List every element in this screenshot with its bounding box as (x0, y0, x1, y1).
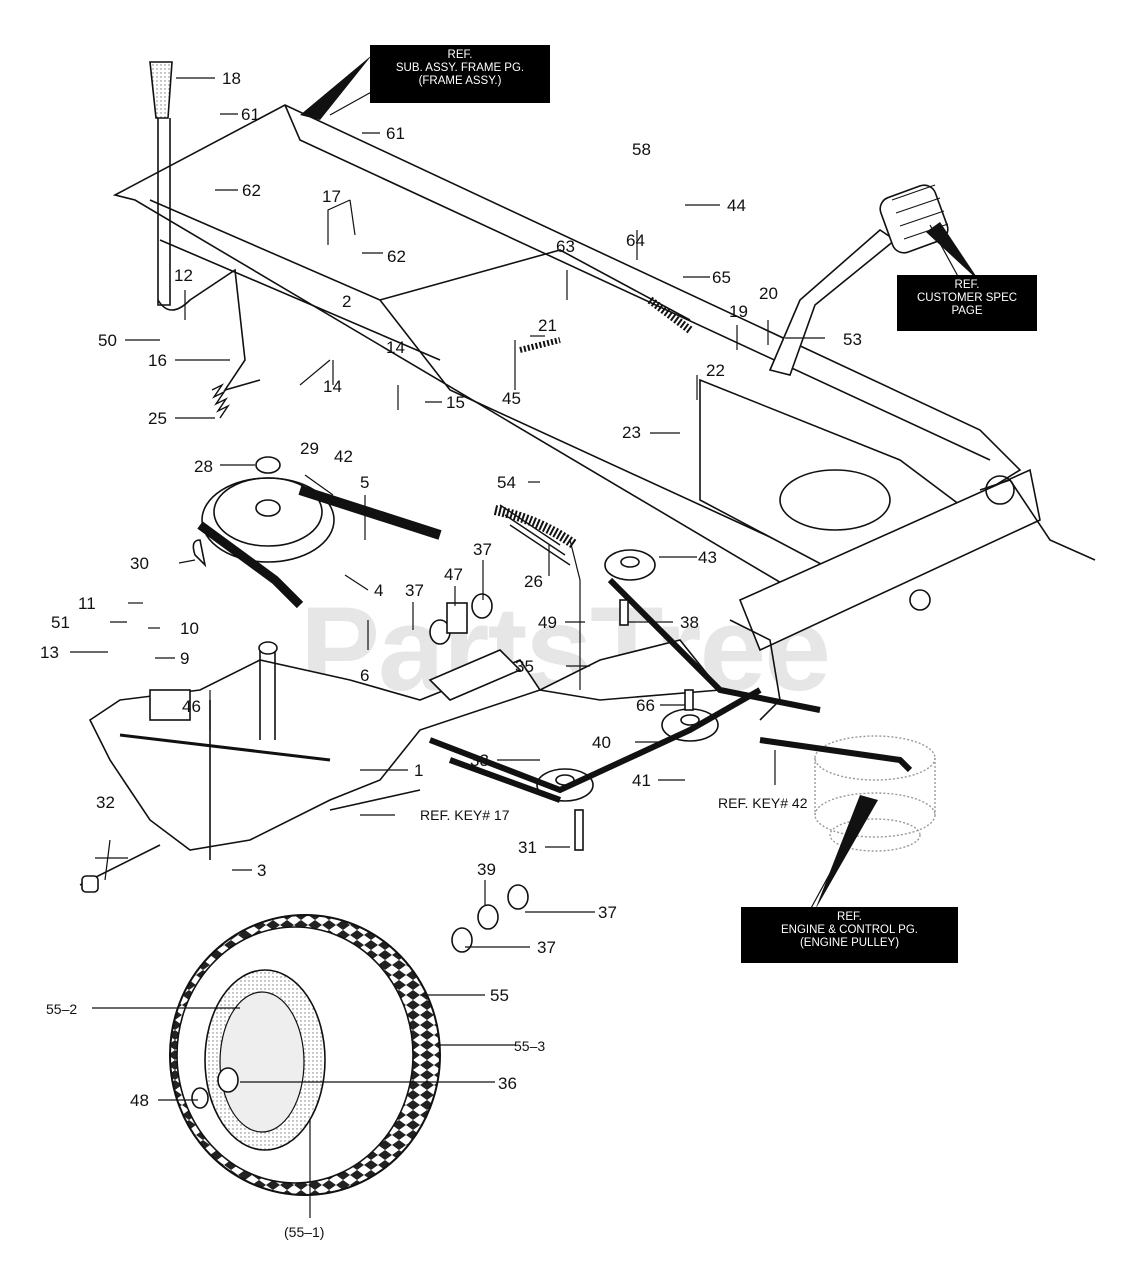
springs (211, 296, 693, 566)
callout: 13 (40, 643, 59, 662)
callout: 1 (414, 761, 423, 780)
callout: 37 (473, 540, 492, 559)
callout: 54 (497, 473, 516, 492)
callout: 35 (515, 657, 534, 676)
ref-frame-line: REF. (447, 49, 473, 61)
callout: 10 (180, 619, 199, 638)
callout: 5 (360, 473, 369, 492)
callout: 23 (622, 423, 641, 442)
callout: 3 (257, 861, 266, 880)
ref-customer-line: CUSTOMER SPEC (916, 292, 1018, 304)
leader-lines (70, 77, 961, 1218)
callout: 18 (222, 69, 241, 88)
callout: 63 (556, 237, 575, 256)
engine-pulley-ref (814, 735, 936, 852)
callout: 48 (130, 1091, 149, 1110)
callout: 14 (323, 377, 342, 396)
callout: 46 (182, 697, 201, 716)
callout: 55–2 (46, 1001, 77, 1017)
callout: 30 (130, 554, 149, 573)
transmission-pulley (192, 456, 442, 609)
callout: 41 (632, 771, 651, 790)
drive-belt (759, 737, 913, 773)
callout: 42 (334, 447, 353, 466)
callout: 62 (242, 181, 261, 200)
ref-key-texts: REF. KEY# 17 REF. KEY# 42 (420, 795, 808, 823)
callout: 15 (446, 393, 465, 412)
callout: 43 (698, 548, 717, 567)
callout: 22 (706, 361, 725, 380)
idler-assembly (428, 549, 821, 851)
callout: 6 (360, 666, 369, 685)
ref-customer-box: REF. CUSTOMER SPEC PAGE (897, 275, 1037, 331)
ref-frame-box: REF. SUB. ASSY. FRAME PG. (FRAME ASSY.) (370, 45, 550, 103)
ref-customer-line: PAGE (951, 305, 983, 317)
callout: 26 (524, 572, 543, 591)
callout: 55 (490, 986, 509, 1005)
ref-engine-line: (ENGINE PULLEY) (799, 937, 900, 949)
callout: 61 (241, 105, 260, 124)
callout: 55–3 (514, 1038, 545, 1054)
callout: 64 (626, 231, 645, 250)
callout: 14 (386, 338, 405, 357)
callout: 61 (386, 124, 405, 143)
ref-key-42: REF. KEY# 42 (718, 795, 808, 811)
callout: 62 (387, 247, 406, 266)
ref-frame-line: SUB. ASSY. FRAME PG. (395, 62, 525, 74)
callout: 40 (592, 733, 611, 752)
rear-wheel (169, 914, 441, 1196)
callout: (55–1) (284, 1224, 324, 1240)
transaxle (79, 641, 542, 893)
callout: 33 (470, 751, 489, 770)
callout: 58 (632, 140, 651, 159)
callout: 50 (98, 331, 117, 350)
callout: 29 (300, 439, 319, 458)
ref-engine-line: ENGINE & CONTROL PG. (781, 924, 918, 936)
callout: 51 (51, 613, 70, 632)
callout: 11 (78, 594, 96, 613)
callout: 20 (759, 284, 778, 303)
callout: 16 (148, 351, 167, 370)
ref-key-17: REF. KEY# 17 (420, 807, 510, 823)
spacers (429, 593, 529, 953)
callout: 25 (148, 409, 167, 428)
callout: 19 (729, 302, 748, 321)
callout: 31 (518, 838, 537, 857)
ref-engine-box: REF. ENGINE & CONTROL PG. (ENGINE PULLEY… (741, 907, 958, 963)
callout: 44 (727, 196, 746, 215)
callout: 17 (322, 187, 341, 206)
callout: 66 (636, 696, 655, 715)
callout: 4 (374, 581, 383, 600)
callout: 21 (538, 316, 557, 335)
callout: 49 (538, 613, 557, 632)
callout-labels: 18 61 61 62 62 17 17 58 44 63 64 65 19 2… (40, 69, 862, 1240)
callout: 47 (444, 565, 463, 584)
callout: 28 (194, 457, 213, 476)
callout: 36 (498, 1074, 517, 1093)
callout: 37 (537, 938, 556, 957)
ref-customer-line: REF. (954, 279, 980, 291)
ref-frame-line: (FRAME ASSY.) (418, 75, 502, 87)
callout: 45 (502, 389, 521, 408)
callout: 53 (843, 330, 862, 349)
callout: 65 (712, 268, 731, 287)
ref-engine-line: REF. (837, 911, 862, 923)
callout: 38 (680, 613, 699, 632)
callout: 12 (174, 266, 193, 285)
main-frame (112, 104, 1096, 721)
callout: 37 (405, 581, 424, 600)
callout: 32 (96, 793, 115, 812)
callout: 39 (477, 860, 496, 879)
ref-pointers (300, 55, 980, 910)
callout: 37 (598, 903, 617, 922)
lift-lever (149, 61, 261, 392)
callout: 2 (342, 292, 351, 311)
callout: 9 (180, 649, 189, 668)
